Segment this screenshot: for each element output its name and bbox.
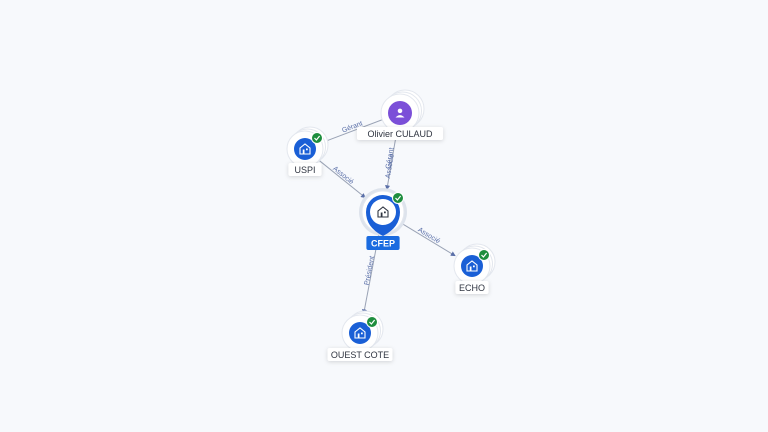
edge-line — [322, 119, 383, 143]
person-icon — [395, 108, 405, 118]
edge-label: Associé — [331, 165, 355, 186]
edge-label: Président — [364, 255, 376, 285]
node-label: USPI — [294, 165, 315, 175]
node-label-badge — [288, 163, 322, 176]
node-cfep[interactable]: CFEP — [359, 188, 407, 250]
node-label: ECHO — [459, 283, 485, 293]
pin-inner — [370, 199, 396, 225]
node-label-badge — [366, 236, 400, 250]
node-label: OUEST COTE — [331, 350, 389, 360]
node-label: CFEP — [371, 239, 395, 249]
building-icon — [466, 260, 478, 272]
nodes-layer: Olivier CULAUD USPI CFEP ECHO OUEST COTE — [286, 89, 496, 361]
edge-line — [385, 131, 398, 191]
node-label-badge — [356, 127, 444, 140]
node-label: Olivier CULAUD — [367, 129, 433, 139]
edge-cfep-echo: Associé — [400, 222, 456, 257]
edge-line — [400, 222, 456, 257]
node-olivier[interactable]: Olivier CULAUD — [356, 89, 444, 140]
edge-uspi-cfep: Associé — [318, 159, 366, 199]
verified-check-icon — [392, 192, 404, 204]
node-ouest[interactable]: OUEST COTE — [327, 310, 393, 361]
building-icon — [377, 206, 389, 218]
node-echo[interactable]: ECHO — [453, 243, 496, 294]
edge-label: Gérant — [385, 147, 396, 169]
edge-label-secondary: Associé — [385, 154, 396, 179]
node-label-badge — [327, 348, 393, 361]
node-uspi[interactable]: USPI — [286, 126, 329, 176]
verified-check-icon — [311, 132, 323, 144]
edge-line — [318, 159, 366, 199]
building-icon — [354, 327, 366, 339]
node-label-badge — [455, 281, 489, 294]
edge-label: Associé — [416, 227, 441, 246]
building-icon — [299, 143, 311, 155]
verified-check-icon — [478, 249, 490, 261]
verified-check-icon — [366, 316, 378, 328]
